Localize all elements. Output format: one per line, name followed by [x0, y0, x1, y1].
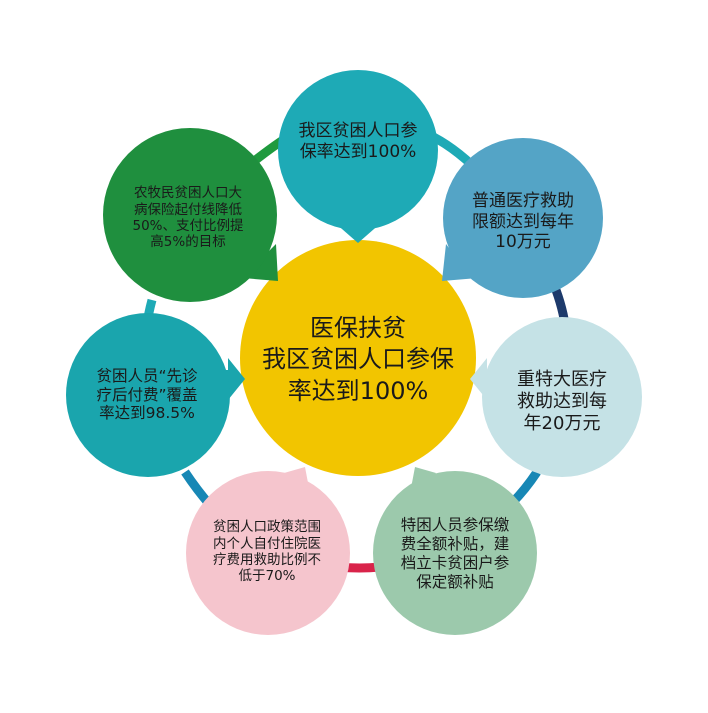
node-top-left-line-2: 病保险起付线降低: [134, 201, 242, 218]
node-bottom-left-line-1: 贫困人口政策范围: [213, 519, 321, 536]
node-right-circle: [482, 317, 642, 477]
center-line-2: 我区贫困人口参保: [262, 345, 454, 374]
node-top-label: 我区贫困人口参 保率达到100%: [278, 112, 438, 172]
center-line-3: 率达到100%: [287, 376, 429, 405]
node-bottom-right-line-2: 费全额补贴，建: [400, 535, 510, 554]
node-bottom-right-label: 特困人员参保缴 费全额补贴，建 档立卡贫困户参 保定额补贴: [382, 512, 528, 596]
node-top-right-label: 普通医疗救助 限额达到每年 10万元: [450, 182, 596, 262]
node-bottom-right-line-4: 保定额补贴: [416, 572, 494, 591]
node-left-label: 贫困人员“先诊 疗后付费”覆盖 率达到98.5%: [74, 358, 220, 432]
node-right-label: 重特大医疗 救助达到每 年20万元: [492, 362, 632, 442]
node-top-right-line-2: 限额达到每年: [472, 211, 574, 232]
node-right-line-1: 重特大医疗: [517, 369, 607, 391]
node-left-line-3: 率达到98.5%: [99, 404, 195, 423]
node-right-line-3: 年20万元: [523, 412, 601, 434]
node-top-line-1: 我区贫困人口参: [298, 121, 418, 142]
node-top-right-line-3: 10万元: [495, 232, 551, 253]
arrow-left-icon: [218, 358, 245, 400]
arrow-right-icon: [470, 358, 497, 400]
node-bottom-left-line-2: 内个人自付住院医: [213, 535, 321, 552]
center-title: 医保扶贫: [310, 314, 406, 343]
node-bottom-left-label: 贫困人口政策范围 内个人自付住院医 疗费用救助比例不 低于70%: [192, 512, 342, 592]
node-left-circle: [66, 313, 230, 477]
node-top-left-line-1: 农牧民贫困人口大: [134, 185, 242, 202]
node-bottom-left-line-4: 低于70%: [238, 568, 296, 585]
node-top-left-line-3: 50%、支付比例提: [132, 218, 244, 234]
node-left-line-2: 疗后付费”覆盖: [96, 385, 198, 404]
node-right-line-2: 救助达到每: [517, 391, 607, 413]
node-top-right-line-1: 普通医疗救助: [472, 190, 574, 211]
node-top-circle: [278, 70, 438, 230]
node-top-right-circle: [443, 138, 603, 298]
node-top-left-circle: [103, 128, 277, 302]
node-bottom-left-circle: [186, 471, 350, 635]
center-label: 医保扶贫 我区贫困人口参保 率达到100%: [248, 300, 468, 420]
node-bottom-right-circle: [373, 471, 537, 635]
node-bottom-left-line-3: 疗费用救助比例不: [213, 552, 321, 568]
node-top-left-line-4: 高5%的目标: [150, 234, 226, 251]
node-bottom-right-line-3: 档立卡贫困户参: [400, 554, 510, 572]
node-left-line-1: 贫困人员“先诊: [96, 366, 198, 385]
node-bottom-right-line-1: 特困人员参保缴: [400, 516, 510, 535]
center-circle: [240, 240, 476, 476]
node-top-left-label: 农牧民贫困人口大 病保险起付线降低 50%、支付比例提 高5%的目标: [113, 178, 263, 258]
node-top-line-2: 保率达到100%: [299, 142, 417, 162]
